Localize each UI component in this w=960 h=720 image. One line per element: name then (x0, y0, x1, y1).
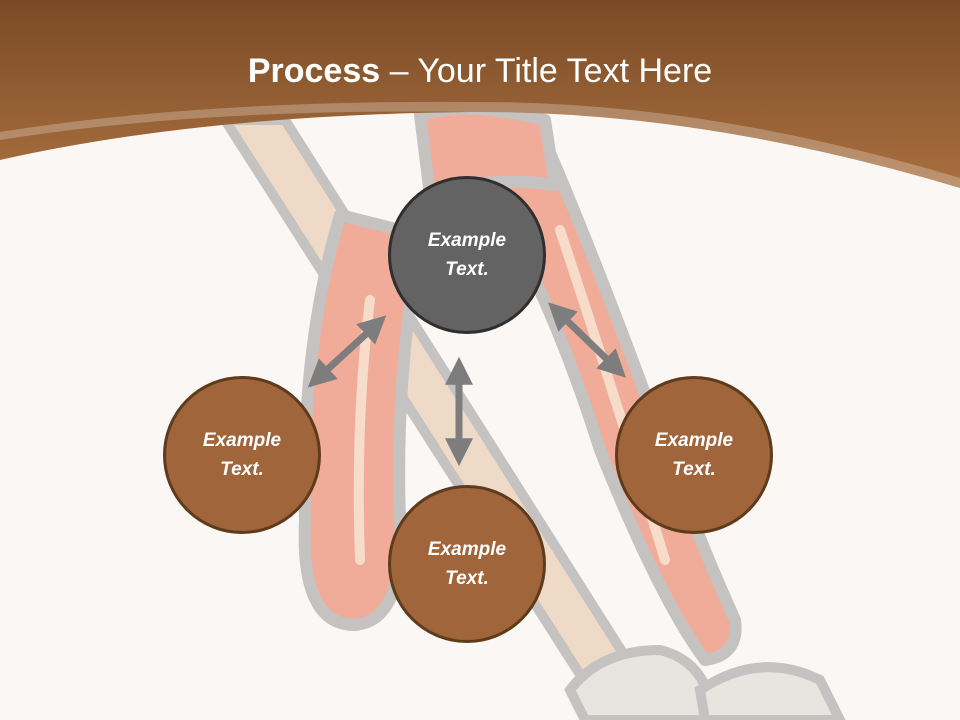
process-node-bottom: Example Text. (388, 485, 546, 643)
process-node-top: Example Text. (388, 176, 546, 334)
header-swoosh (0, 101, 960, 188)
connector-top-left-arrow (307, 315, 387, 388)
connector-top-right-arrow (547, 302, 627, 378)
slide-title: Process – Your Title Text Here (0, 52, 960, 91)
node-label: Example Text. (202, 430, 282, 480)
title-bold: Process (247, 52, 381, 90)
node-label: Example Text. (654, 430, 734, 480)
node-label: Example Text. (427, 539, 507, 589)
process-node-left: Example Text. (163, 376, 321, 534)
process-node-right: Example Text. (615, 376, 773, 534)
node-label: Example Text. (427, 230, 507, 280)
header-band (0, 0, 960, 188)
title-rest: – Your Title Text Here (380, 52, 713, 90)
